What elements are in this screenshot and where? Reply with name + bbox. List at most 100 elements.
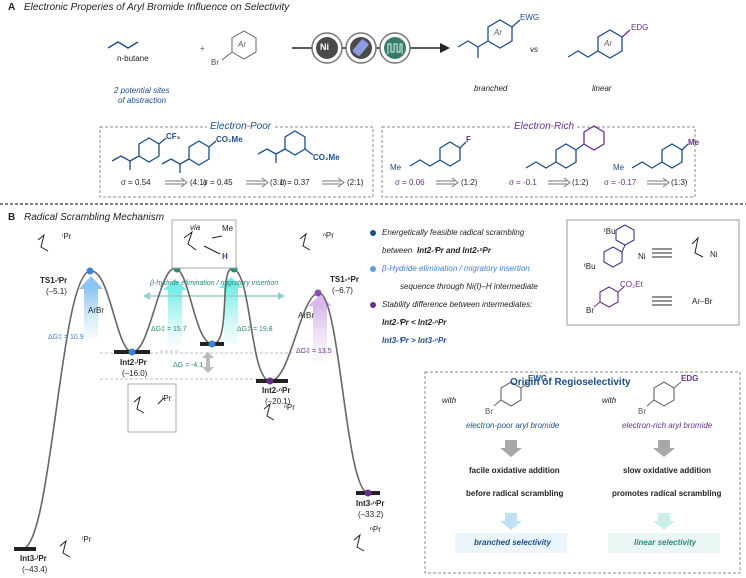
origin-right-result: linear selectivity	[634, 538, 697, 547]
panel-a-letter: A	[8, 2, 16, 13]
rich-me-3: Me	[613, 163, 625, 172]
linear-result-bg	[608, 533, 720, 553]
ewg-label: EWG	[520, 13, 540, 22]
origin-left-l2: before radical scrambling	[466, 489, 564, 498]
arbr-1: ArBr	[88, 306, 104, 315]
energy-ts1-ipr: (–5.1)	[46, 287, 67, 296]
energy-int3-npr: (–33.2)	[358, 510, 384, 519]
rich-substrate-2-phenyl	[583, 125, 605, 151]
br-label: Br	[211, 58, 219, 67]
complex-sketches	[37, 232, 365, 558]
electron-rich-box	[381, 126, 696, 198]
bh-label: β-hydride elimination / migratory insert…	[150, 280, 279, 287]
poor-sub-1: CF₃	[166, 132, 181, 141]
legend-tbu-2: ᵗBu	[584, 262, 596, 271]
energy-int3-ipr: (–43.4)	[22, 565, 48, 574]
plus-sign: +	[200, 44, 205, 53]
barrier-npr: ΔG‡ = 13.5	[296, 348, 332, 355]
panel-a-title: Electronic Properies of Aryl Bromide Inf…	[24, 2, 290, 13]
barrier-bh1: ΔG‡ = 15.7	[151, 326, 187, 333]
branched-product-structure	[457, 19, 521, 58]
ar-label: Ar	[238, 40, 246, 49]
bullet-1-l2b: Int2-ⁱPr and Int2-ⁿPr	[417, 246, 491, 255]
bullet-3-l2a: Int2-ⁱPr < Int2-ⁿPr	[382, 318, 447, 327]
origin-left-l1: facile oxidative addition	[469, 466, 560, 475]
dot-int2-npr	[266, 377, 274, 385]
electron-rich-title: Electron-Rich	[511, 121, 578, 132]
ligand-legend-box	[566, 219, 740, 326]
legend-co2et: CO₂Et	[620, 280, 643, 289]
arbr-2: ArBr	[298, 311, 314, 320]
aryl-bromide-structure	[221, 30, 257, 61]
barrier-dg: ΔG = -4.1	[173, 362, 204, 369]
dot-int2-ipr	[128, 348, 136, 356]
rich-ratio-1: (1:2)	[461, 178, 478, 187]
state-int2-ipr: Int2-ⁱPr	[120, 358, 147, 367]
panel-b-letter: B	[8, 212, 16, 223]
origin-left-sub: electron-poor aryl bromide	[466, 421, 560, 430]
via-me: Me	[222, 224, 234, 233]
rich-sigma-1: σ = 0.06	[395, 178, 425, 187]
origin-arrows	[500, 440, 675, 457]
state-ts1-ipr: TS1-ⁱPr	[40, 276, 68, 285]
poor-ratio-3: (2:1)	[347, 178, 364, 187]
bullet-3-l2b: Int3-ⁱPr > Int3-ⁿPr	[382, 336, 447, 345]
energy-ts1-npr: (–6.7)	[332, 286, 353, 295]
origin-br-right: Br	[638, 407, 646, 416]
barrier-arrow-npr	[313, 306, 327, 362]
npr-label-int3: ⁿPr	[370, 525, 381, 534]
butane-label: n-butane	[117, 54, 149, 63]
poor-substrate-3	[257, 130, 314, 163]
dot-int3-npr	[364, 489, 372, 497]
npr-label-int2: ⁿPr	[284, 403, 295, 412]
sites-note-l1: 2 potential sites	[114, 86, 170, 95]
poor-sub-3: CO₂Me	[313, 153, 340, 162]
origin-edg: EDG	[681, 374, 699, 383]
dot-ts1-ipr	[86, 267, 94, 275]
poor-substrate-2	[161, 140, 217, 173]
origin-right-l1: slow oxidative addition	[623, 466, 712, 475]
bullet-3-l1: Stability difference between intermediat…	[382, 300, 533, 309]
barrier-ipr: ΔG‡ = 10.9	[48, 334, 84, 341]
ipr-label-ts1: ⁱPr	[62, 232, 72, 241]
rich-ratio-2: (1:2)	[572, 178, 589, 187]
via-h: H	[222, 252, 228, 261]
ipr-label-int2: ⁱPr	[162, 394, 172, 403]
origin-right-l2: promotes radical scrambling	[612, 489, 722, 498]
poor-sigma-1: σ = 0.54	[121, 178, 151, 187]
bullet-2-l1: β-Hydride elimination / migratory insert…	[382, 264, 530, 273]
sites-note-l2: of abstraction	[118, 96, 167, 105]
bullet-1-l1: Energetically feasible radical scramblin…	[382, 228, 525, 237]
rich-substrate-3	[631, 143, 689, 169]
linear-ar-label: Ar	[604, 39, 612, 48]
legend-ni-2: Ni	[710, 250, 718, 259]
electron-poor-title: Electron-Poor	[207, 121, 275, 132]
origin-title: Origin of Regioselectivity	[510, 377, 631, 388]
bipyridine-structure	[603, 224, 635, 268]
barrier-arrow-ipr	[84, 289, 98, 337]
linear-product-structure	[567, 29, 623, 59]
branched-ar-label: Ar	[494, 28, 502, 37]
branched-label: branched	[474, 84, 508, 93]
legend-br: Br	[586, 306, 594, 315]
rich-me-1: Me	[390, 163, 402, 172]
via-box	[171, 219, 237, 269]
npr-label-ts1: ⁿPr	[323, 231, 334, 240]
sigma-arrows	[165, 177, 670, 188]
dg-gray-arrow	[202, 352, 214, 373]
ethyl-bromobenzoate-structure	[593, 286, 625, 308]
poor-sigma-3: σ = 0.37	[280, 178, 310, 187]
rich-substrate-2	[525, 143, 585, 169]
poor-ratio-1: (4:1)	[190, 178, 207, 187]
legend-arbr: Ar–Br	[692, 297, 713, 306]
dot-ts1-npr	[314, 289, 322, 297]
rich-sigma-2: σ = -0.1	[509, 178, 537, 187]
bullet-1-l2a: between	[382, 246, 413, 255]
origin-with-left: with	[442, 396, 457, 405]
int2-ipr-box	[127, 383, 177, 433]
origin-right-sub: electron-rich aryl bromide	[622, 421, 713, 430]
poor-sub-2: CO₂Me	[216, 135, 243, 144]
poor-ratio-2: (3:1)	[270, 178, 287, 187]
via-label: via	[190, 223, 201, 232]
rich-sigma-3: σ = -0.17	[604, 178, 637, 187]
